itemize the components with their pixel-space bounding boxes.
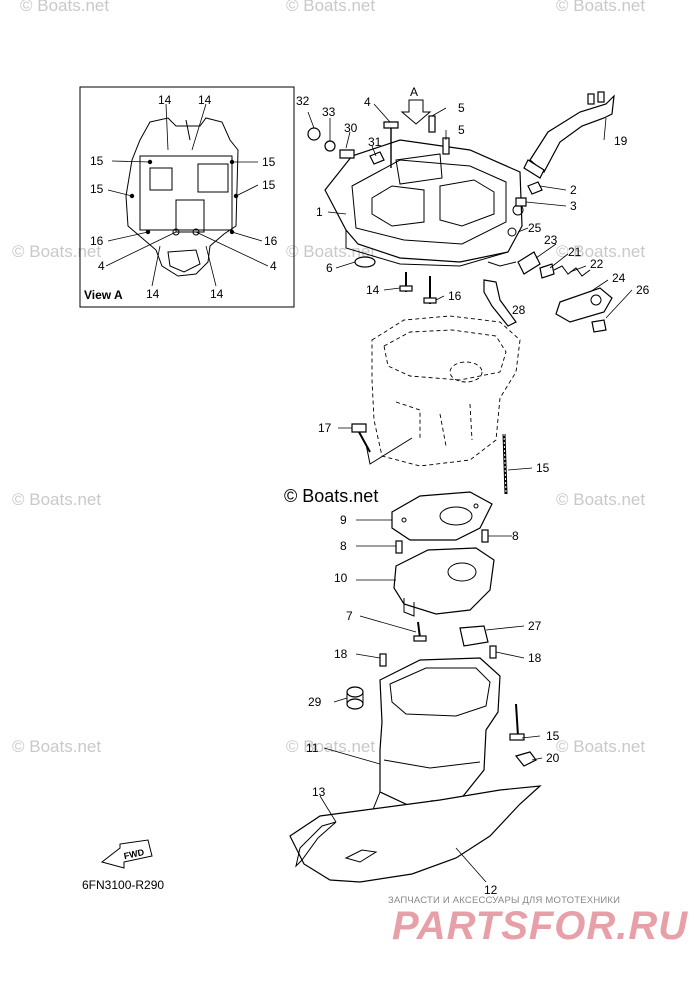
watermark-top-left: © Boats.net xyxy=(20,0,110,15)
upper-fasteners xyxy=(307,115,543,304)
view-a-callout-14-c: 14 xyxy=(146,287,160,301)
stud-15 xyxy=(502,433,508,495)
view-a-callout-4-b: 4 xyxy=(270,259,277,273)
dowel-pin-left xyxy=(395,540,403,554)
callout-8-right: 8 xyxy=(512,529,519,543)
callout-26: 26 xyxy=(636,283,650,297)
callout-24: 24 xyxy=(612,271,626,285)
watermark-row4-left: © Boats.net xyxy=(12,737,102,756)
diagram-code: 6FN3100-R290 xyxy=(82,878,165,892)
water-pipe xyxy=(523,91,615,179)
grommet-29 xyxy=(346,686,364,710)
view-a-callout-15-b: 15 xyxy=(262,155,276,169)
view-a-callout-16-b: 16 xyxy=(264,234,278,248)
watermark-row3-right: © Boats.net xyxy=(556,490,646,509)
oil-pan-plate-10 xyxy=(393,547,495,617)
callout-6: 6 xyxy=(326,261,333,275)
view-a-callout-14-a: 14 xyxy=(158,93,172,107)
view-a-inset xyxy=(79,86,295,308)
callout-9: 9 xyxy=(340,513,347,527)
callout-4: 4 xyxy=(364,95,371,109)
callout-20: 20 xyxy=(546,751,560,765)
callout-21: 21 xyxy=(568,245,582,259)
watermark-row2-center: © Boats.net xyxy=(286,242,376,261)
view-a-callout-15-d: 15 xyxy=(262,178,276,192)
callout-18-left: 18 xyxy=(334,647,348,661)
watermark-row4-center: © Boats.net xyxy=(286,737,376,756)
gasket-9 xyxy=(391,491,493,541)
callout-11: 11 xyxy=(306,741,319,755)
callout-28: 28 xyxy=(512,303,526,317)
callout-14: 14 xyxy=(366,283,380,297)
callout-2: 2 xyxy=(570,183,577,197)
arrow-label: A xyxy=(410,85,418,99)
watermark-top-center: © Boats.net xyxy=(286,0,376,15)
callout-12: 12 xyxy=(484,883,498,897)
callout-15-lower: 15 xyxy=(546,729,560,743)
callout-7: 7 xyxy=(346,609,353,623)
callout-5-upper: 5 xyxy=(458,101,465,115)
callout-18-right: 18 xyxy=(528,651,542,665)
upper-casing-exhaust-guide xyxy=(324,139,524,267)
callout-32: 32 xyxy=(296,94,310,108)
callout-17: 17 xyxy=(318,421,332,435)
callout-30: 30 xyxy=(344,121,358,135)
partsfor-logo: PARTSFOR.RU xyxy=(392,904,689,948)
callout-3: 3 xyxy=(570,199,577,213)
lower-cover-plate-12 xyxy=(289,785,542,883)
callout-5-lower: 5 xyxy=(458,123,465,137)
view-a-callout-15-c: 15 xyxy=(90,182,104,196)
view-a-callout-16-a: 16 xyxy=(90,234,104,248)
watermark-row4-right: © Boats.net xyxy=(556,737,646,756)
bolt-17 xyxy=(351,423,413,465)
view-direction-arrow xyxy=(400,99,432,125)
callout-16: 16 xyxy=(448,289,462,303)
view-a-callout-14-d: 14 xyxy=(210,287,224,301)
view-a-callout-4-a: 4 xyxy=(98,259,105,273)
pin-18-right xyxy=(489,645,497,659)
callout-27: 27 xyxy=(528,619,542,633)
watermark-top-right: © Boats.net xyxy=(556,0,646,15)
watermark-row2-right: © Boats.net xyxy=(556,242,646,261)
callout-33: 33 xyxy=(322,105,336,119)
callout-15-stud: 15 xyxy=(536,461,550,475)
partsfor-tagline: ЗАПЧАСТИ И АКСЕССУАРЫ ДЛЯ МОТОТЕХНИКИ xyxy=(388,895,621,906)
view-a-callout-15-a: 15 xyxy=(90,154,104,168)
callout-10: 10 xyxy=(334,571,348,585)
callout-31: 31 xyxy=(368,135,382,149)
callout-1: 1 xyxy=(316,205,323,219)
callout-25: 25 xyxy=(528,221,542,235)
rubber-seal-27 xyxy=(459,625,489,647)
callout-8-left: 8 xyxy=(340,539,347,553)
callout-22: 22 xyxy=(590,257,604,271)
watermark-row3-left: © Boats.net xyxy=(12,490,102,509)
watermark-row2-left: © Boats.net xyxy=(12,242,102,261)
leader-lines xyxy=(307,103,633,883)
callout-13: 13 xyxy=(312,785,326,799)
view-a-label: View A xyxy=(84,288,123,302)
callout-29: 29 xyxy=(308,695,322,709)
forward-direction-arrow xyxy=(100,839,153,869)
drive-shaft-housing-phantom xyxy=(371,315,521,467)
pin-18-left xyxy=(379,653,387,667)
main-watermark: © Boats.net xyxy=(284,486,379,506)
callout-19: 19 xyxy=(614,134,628,148)
fwd-label: FWD xyxy=(123,847,146,861)
callout-23: 23 xyxy=(544,233,558,247)
bolt-7 xyxy=(413,621,427,642)
view-a-callout-14-b: 14 xyxy=(198,93,212,107)
lower-bolt-and-nut xyxy=(509,703,537,767)
dowel-pin-right xyxy=(481,529,489,543)
